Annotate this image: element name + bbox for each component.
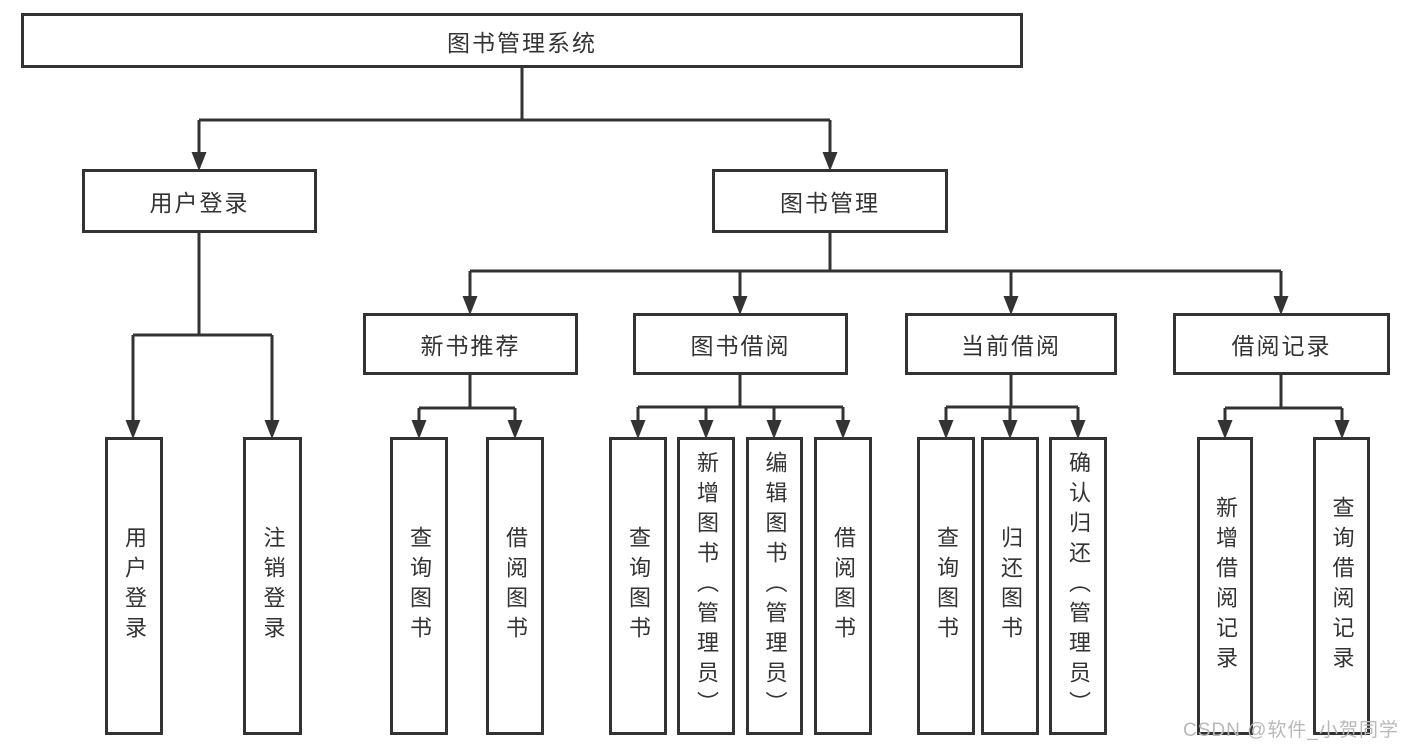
node-label: 借阅记录 — [1231, 333, 1332, 359]
leaf-label: 借阅图书 — [831, 526, 856, 646]
leaf-records-query-record: 查询借阅记录 — [1313, 437, 1370, 735]
node-root-system: 图书管理系统 — [21, 13, 1023, 68]
leaf-label: 新增借阅记录 — [1213, 496, 1238, 676]
node-label: 图书借阅 — [690, 333, 791, 359]
leaf-borrowing-query-books: 查询图书 — [609, 437, 667, 735]
leaf-label: 确认归还（管理员） — [1066, 451, 1091, 721]
node-new-book-recommendation: 新书推荐 — [363, 313, 578, 375]
node-book-borrowing: 图书借阅 — [633, 313, 848, 375]
node-label: 图书管理 — [780, 190, 880, 216]
leaf-label: 用户登录 — [122, 526, 147, 646]
leaf-label: 归还图书 — [998, 526, 1023, 646]
leaf-records-add-record: 新增借阅记录 — [1197, 437, 1253, 735]
node-current-borrowing: 当前借阅 — [905, 313, 1117, 375]
leaf-label: 查询图书 — [934, 526, 959, 646]
node-borrow-records: 借阅记录 — [1173, 313, 1390, 375]
node-label: 当前借阅 — [961, 333, 1061, 359]
leaf-user-login: 用户登录 — [105, 437, 163, 735]
leaf-current-return-books: 归还图书 — [981, 437, 1039, 735]
node-label: 新书推荐 — [420, 333, 521, 359]
leaf-label: 查询图书 — [626, 526, 651, 646]
leaf-label: 编辑图书（管理员） — [762, 451, 788, 721]
leaf-label: 注销登录 — [260, 526, 286, 646]
leaf-label: 新增图书（管理员） — [694, 451, 719, 721]
leaf-current-query-books: 查询图书 — [917, 437, 975, 735]
leaf-newrec-borrow-books: 借阅图书 — [486, 437, 544, 735]
leaf-label: 查询借阅记录 — [1329, 496, 1355, 676]
leaf-borrowing-borrow-books: 借阅图书 — [814, 437, 872, 735]
leaf-logout: 注销登录 — [243, 437, 302, 735]
node-book-management: 图书管理 — [712, 169, 948, 233]
leaf-borrowing-add-books-admin: 新增图书（管理员） — [677, 437, 735, 735]
node-label: 图书管理系统 — [447, 29, 597, 56]
leaf-newrec-query-books: 查询图书 — [390, 437, 448, 735]
node-user-login: 用户登录 — [82, 169, 317, 233]
leaf-current-confirm-return-admin: 确认归还（管理员） — [1049, 437, 1107, 735]
node-label: 用户登录 — [149, 190, 250, 216]
leaf-label: 查询图书 — [407, 526, 432, 646]
leaf-borrowing-edit-books-admin: 编辑图书（管理员） — [746, 437, 803, 735]
leaf-label: 借阅图书 — [503, 526, 528, 646]
